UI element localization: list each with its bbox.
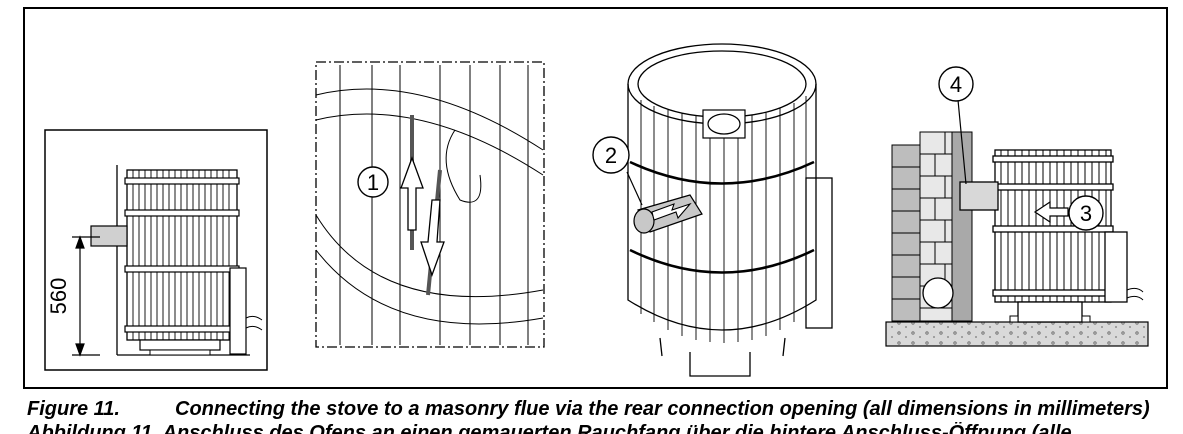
side-flue-pipe <box>90 225 128 247</box>
svg-text:2: 2 <box>605 143 617 168</box>
callout-leader-4 <box>957 99 967 185</box>
hoop-bands <box>629 160 815 274</box>
side-view-panel: 560 <box>44 129 268 371</box>
caption-text: Connecting the stove to a masonry flue v… <box>175 398 1150 420</box>
cylinder-outline <box>627 84 817 331</box>
masonry-stove-body <box>992 149 1144 323</box>
callout-1: 1 <box>357 166 389 198</box>
caption-number: Figure 11. <box>27 398 120 420</box>
figure-frame <box>23 7 1168 389</box>
insert-arrow <box>1033 200 1069 224</box>
callout-2: 2 <box>592 136 630 174</box>
masonry-view-panel <box>885 99 1149 347</box>
dimension-label: 560 <box>46 278 71 315</box>
svg-text:3: 3 <box>1080 201 1092 226</box>
masonry-flue-pipe <box>959 181 999 211</box>
ground-slab <box>885 321 1149 347</box>
callout-leader-2 <box>626 171 643 206</box>
side-stove-body <box>124 169 263 356</box>
move-arrow <box>400 156 445 277</box>
perspective-view-panel <box>626 43 833 377</box>
dimension-line <box>72 235 100 357</box>
connector-pipe <box>633 194 703 234</box>
stand <box>689 352 751 377</box>
detail-view-panel <box>315 61 545 348</box>
detail-frame <box>315 61 545 348</box>
svg-text:4: 4 <box>950 72 962 97</box>
callout-4: 4 <box>938 66 974 102</box>
svg-text:1: 1 <box>367 170 379 195</box>
callout-3: 3 <box>1068 195 1104 231</box>
figure-caption: Figure 11. Connecting the stove to a maso… <box>27 398 1177 424</box>
cleanout-opening <box>922 277 954 309</box>
figure-caption-second-line: Abbildung 11. Anschluss des Ofens an ein… <box>27 422 1072 434</box>
